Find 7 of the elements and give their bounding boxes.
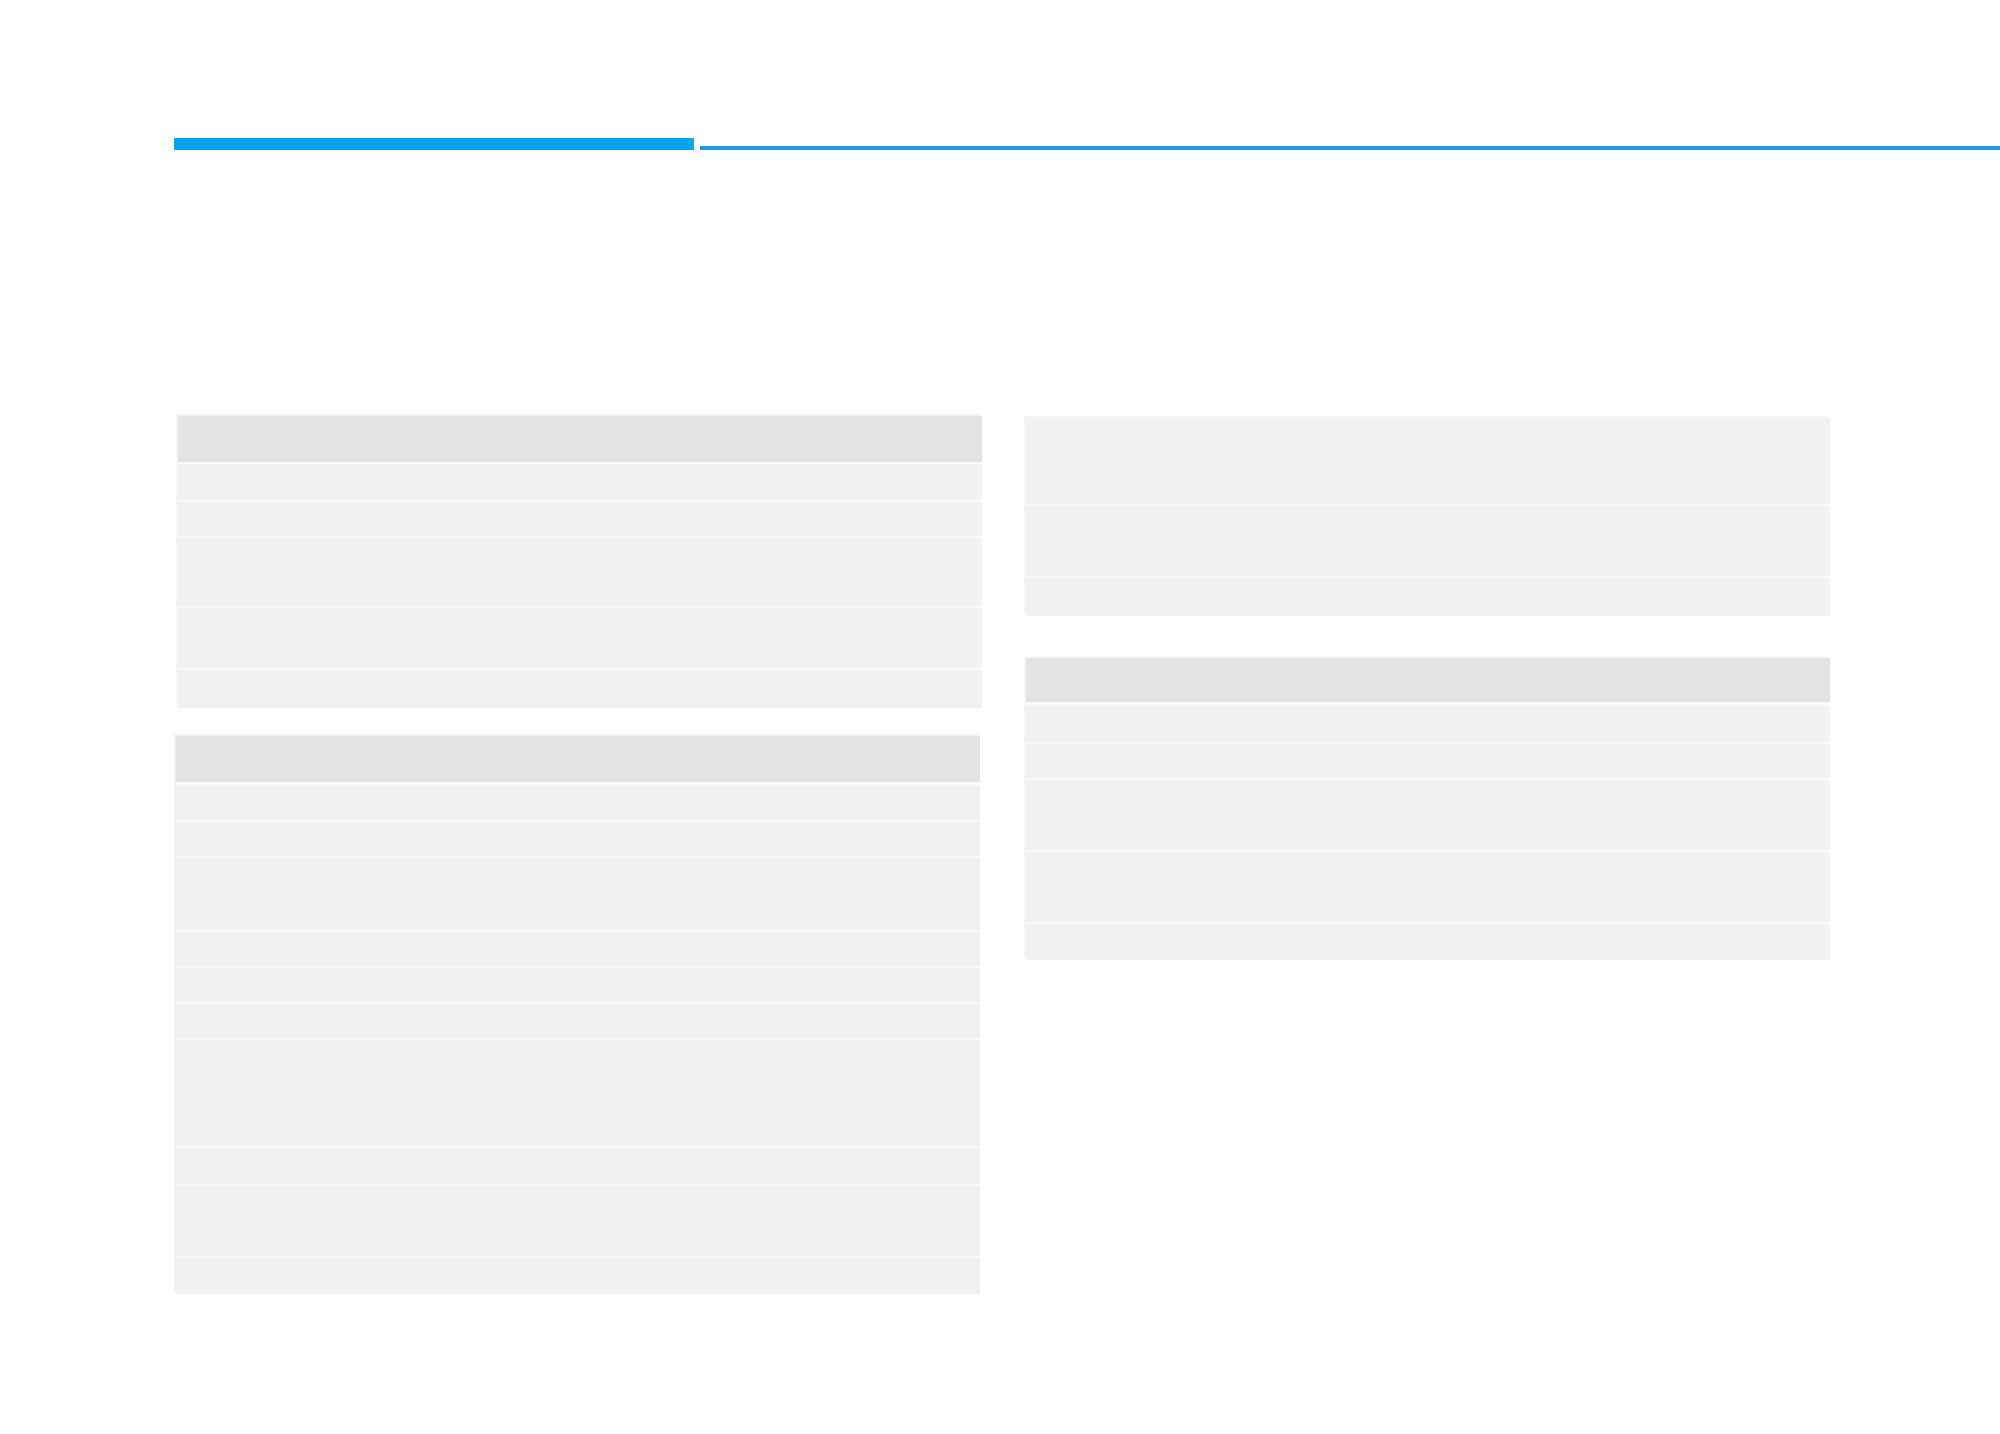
table-header-row [1026,658,1830,702]
table-header-row [178,416,982,462]
table-panel [1024,656,1828,958]
table-panel [176,414,980,706]
table-header-row [176,736,980,782]
table-row [178,464,982,500]
table-panel [174,734,978,1292]
